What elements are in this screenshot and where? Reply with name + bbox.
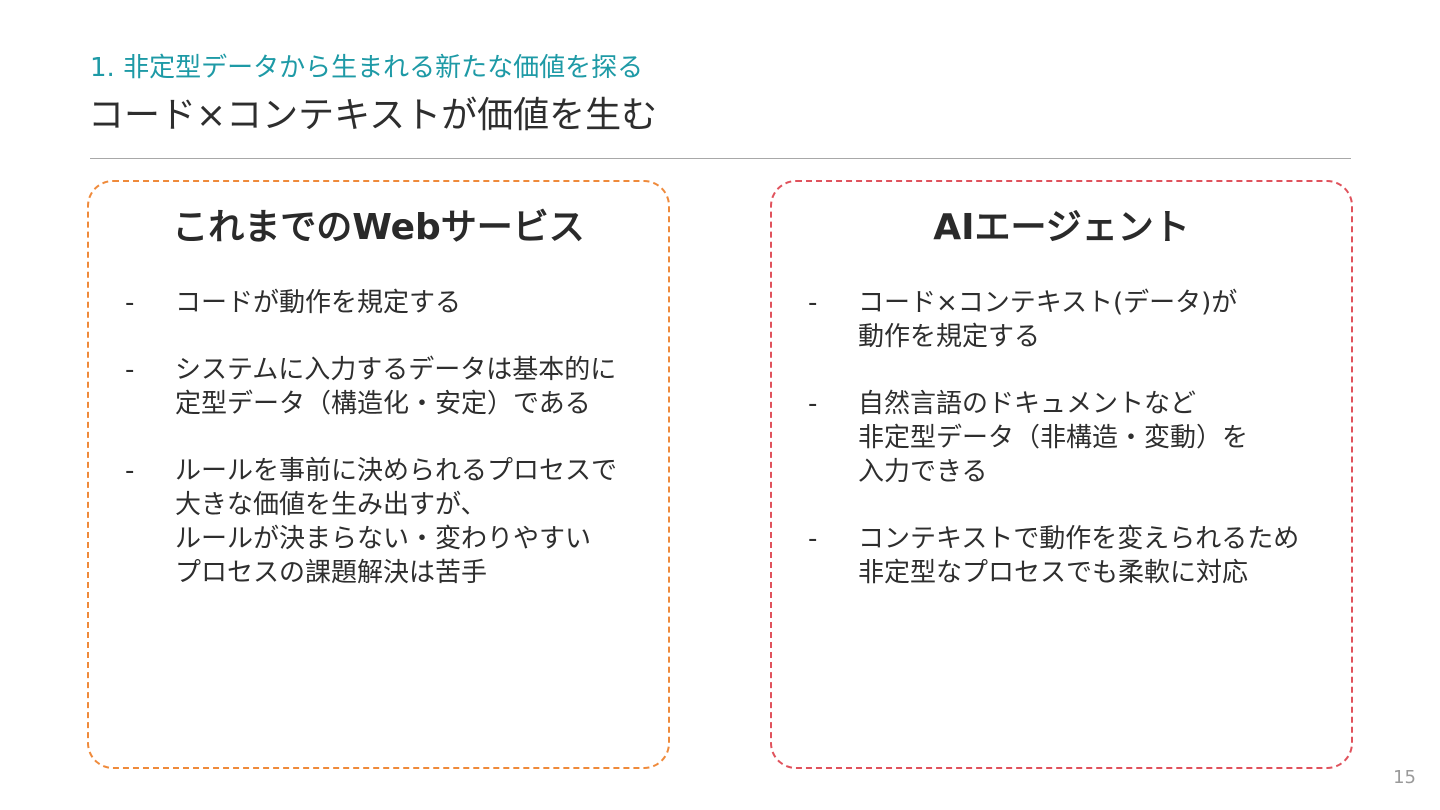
- title-divider: [90, 158, 1351, 159]
- bullet-marker: -: [808, 288, 818, 318]
- card-ai-agent: AIエージェント - コード×コンテキスト(データ)が 動作を規定する - 自然…: [770, 180, 1353, 769]
- bullet-list: - コードが動作を規定する - システムに入力するデータは基本的に 定型データ（…: [125, 286, 658, 623]
- card-heading: これまでのWebサービス: [172, 207, 585, 248]
- bullet-marker: -: [808, 524, 818, 554]
- list-item: - コードが動作を規定する: [125, 286, 658, 320]
- list-item: - ルールを事前に決められるプロセスで 大きな価値を生み出すが、 ルールが決まら…: [125, 454, 658, 590]
- bullet-list: - コード×コンテキスト(データ)が 動作を規定する - 自然言語のドキュメント…: [808, 286, 1341, 623]
- list-item: - 自然言語のドキュメントなど 非定型データ（非構造・変動）を 入力できる: [808, 387, 1341, 489]
- bullet-text: コードが動作を規定する: [175, 288, 462, 318]
- card-legacy-web-services: これまでのWebサービス - コードが動作を規定する - システムに入力するデー…: [87, 180, 670, 769]
- section-label: 1. 非定型データから生まれる新たな価値を探る: [90, 53, 644, 83]
- slide-title: コード×コンテキストが価値を生む: [88, 95, 658, 136]
- list-item: - コンテキストで動作を変えられるため 非定型なプロセスでも柔軟に対応: [808, 522, 1341, 590]
- list-item: - システムに入力するデータは基本的に 定型データ（構造化・安定）である: [125, 353, 658, 421]
- bullet-text: ルールを事前に決められるプロセスで 大きな価値を生み出すが、 ルールが決まらない…: [175, 456, 618, 588]
- bullet-text: 自然言語のドキュメントなど 非定型データ（非構造・変動）を 入力できる: [858, 389, 1249, 487]
- bullet-marker: -: [808, 389, 818, 419]
- card-heading: AIエージェント: [933, 207, 1190, 248]
- list-item: - コード×コンテキスト(データ)が 動作を規定する: [808, 286, 1341, 354]
- bullet-text: システムに入力するデータは基本的に 定型データ（構造化・安定）である: [175, 355, 617, 419]
- bullet-text: コンテキストで動作を変えられるため 非定型なプロセスでも柔軟に対応: [858, 524, 1300, 588]
- bullet-marker: -: [125, 355, 135, 385]
- bullet-text: コード×コンテキスト(データ)が 動作を規定する: [858, 288, 1238, 352]
- page-number: 15: [1393, 767, 1416, 788]
- bullet-marker: -: [125, 288, 135, 318]
- bullet-marker: -: [125, 456, 135, 486]
